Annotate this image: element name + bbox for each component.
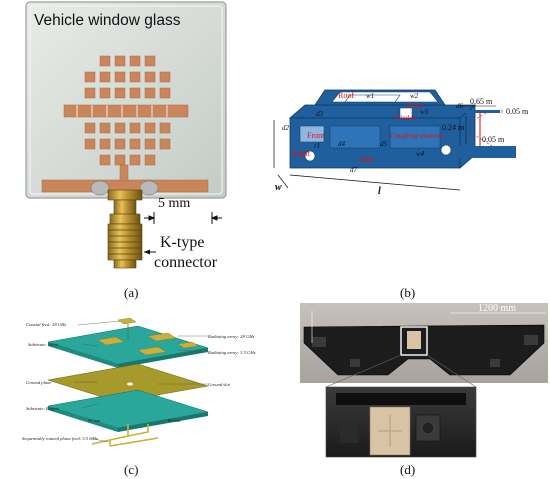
label-coupling: Coupling element (390, 131, 444, 140)
annot-substrate-astra: Substrate: Astra (28, 342, 59, 347)
connector-label-line2: connector (154, 254, 218, 271)
panel-a-label: (a) (124, 285, 139, 300)
scale-bar (144, 212, 222, 224)
car-model-diagram: Roof Front Right Side Window Trunk Coupl… (264, 89, 529, 197)
label-front: Front (307, 131, 325, 140)
sequential-feed (91, 424, 159, 447)
coupling-element-detail (458, 105, 516, 158)
width-dimension: 1200 mm (478, 303, 517, 314)
panel-d-label: (d) (400, 462, 416, 477)
dim-a: 90 mm (88, 418, 101, 423)
label-side: Side (360, 155, 375, 164)
label-w1: w1 (366, 92, 374, 100)
annot-radiating-35: Radiating array: 3.5 GHz (207, 350, 256, 355)
dim-top-width: 0.65 m (470, 97, 493, 106)
label-d5: d5 (380, 140, 388, 148)
label-trunk: Trunk (406, 102, 423, 110)
scale-label: 5 mm (158, 196, 191, 211)
panel-a: Vehicle window glass 5 mm K-type connect… (22, 0, 232, 280)
label-r1: r1 (314, 142, 320, 150)
glass-label: Vehicle window glass (34, 12, 181, 29)
dim-height: 0.24 m (442, 123, 465, 132)
label-d2: d2 (282, 124, 290, 132)
bumper-photo (300, 303, 548, 458)
annot-radiating-28: Radiating array: 28 GHz (207, 334, 255, 339)
height-dimension: 320 mm (282, 327, 292, 357)
label-w4: w4 (416, 150, 425, 158)
patch-array (41, 55, 209, 193)
panel-d: 1200 mm 320 mm (282, 303, 548, 458)
label-d7: d7 (350, 166, 358, 174)
dim-b: 90 mm (168, 418, 181, 423)
dim-bottom-thickness: 0.05 m (482, 135, 505, 144)
label-right: Right (292, 149, 311, 158)
label-roof: Roof (338, 91, 354, 100)
panel-b: Roof Front Right Side Window Trunk Coupl… (264, 80, 540, 200)
label-w: w (275, 182, 282, 193)
annot-coaxial-feed: Coaxial feed: 28 GHz (26, 322, 66, 327)
annot-substrate-rogers: Substrate: Rogers (26, 406, 59, 411)
label-w3: w3 (420, 108, 429, 116)
panel-c-label: (c) (124, 462, 139, 477)
annot-sequential-feed: Sequentially rotated phase feed: 3.5 GHz (22, 436, 98, 441)
label-d4: d4 (338, 140, 346, 148)
ground-plane-layer (47, 363, 209, 403)
dim-top-thickness: 0.05 m (506, 107, 529, 116)
label-w2: w2 (410, 92, 419, 100)
label-window: Window (394, 114, 419, 122)
substrate-rogers-layer (47, 389, 209, 432)
panel-b-label: (b) (400, 285, 416, 300)
antenna-stack-diagram: Coaxial feed: 28 GHz Radiating array: 28… (22, 317, 256, 447)
annot-ground-plane: Ground plane (26, 380, 51, 385)
label-d3: d3 (316, 110, 324, 118)
panel-c: Coaxial feed: 28 GHz Radiating array: 28… (18, 312, 278, 454)
annot-ground-slot: Ground slot (208, 382, 231, 387)
connector-label-line1: K-type (160, 234, 205, 251)
label-l: l (378, 186, 381, 197)
k-connector (107, 189, 143, 269)
panel-a-photo (25, 1, 227, 269)
